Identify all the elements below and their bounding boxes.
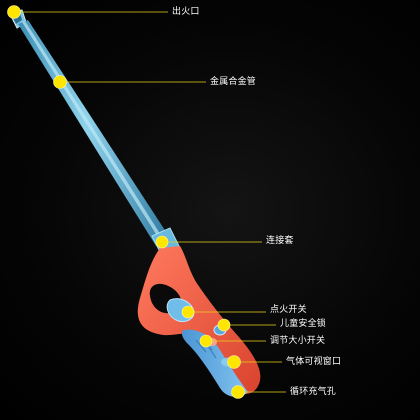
refill-hole-marker: [231, 385, 245, 399]
connector-sleeve-marker: [155, 235, 169, 249]
size-adjust-switch-label: 调节大小开关: [270, 336, 326, 346]
child-safety-lock-label: 儿童安全锁: [280, 319, 327, 329]
gas-window-marker: [227, 355, 241, 369]
gas-window-label: 气体可视窗口: [286, 357, 342, 367]
ignition-switch-label: 点火开关: [270, 305, 307, 315]
callout-layer: [7, 5, 286, 399]
size-adjust-switch-marker: [199, 334, 213, 348]
nozzle-label: 出火口: [172, 7, 200, 17]
ignition-switch-marker: [181, 305, 195, 319]
refill-hole-label: 循环充气孔: [290, 387, 337, 397]
connector-sleeve-label: 连接套: [266, 236, 294, 246]
nozzle-marker: [7, 5, 21, 19]
metal-tube-marker: [53, 75, 67, 89]
metal-rod: [18, 20, 170, 246]
child-safety-lock-marker: [217, 318, 231, 332]
metal-tube-label: 金属合金管: [210, 77, 257, 87]
lighter-handle: [137, 246, 261, 397]
